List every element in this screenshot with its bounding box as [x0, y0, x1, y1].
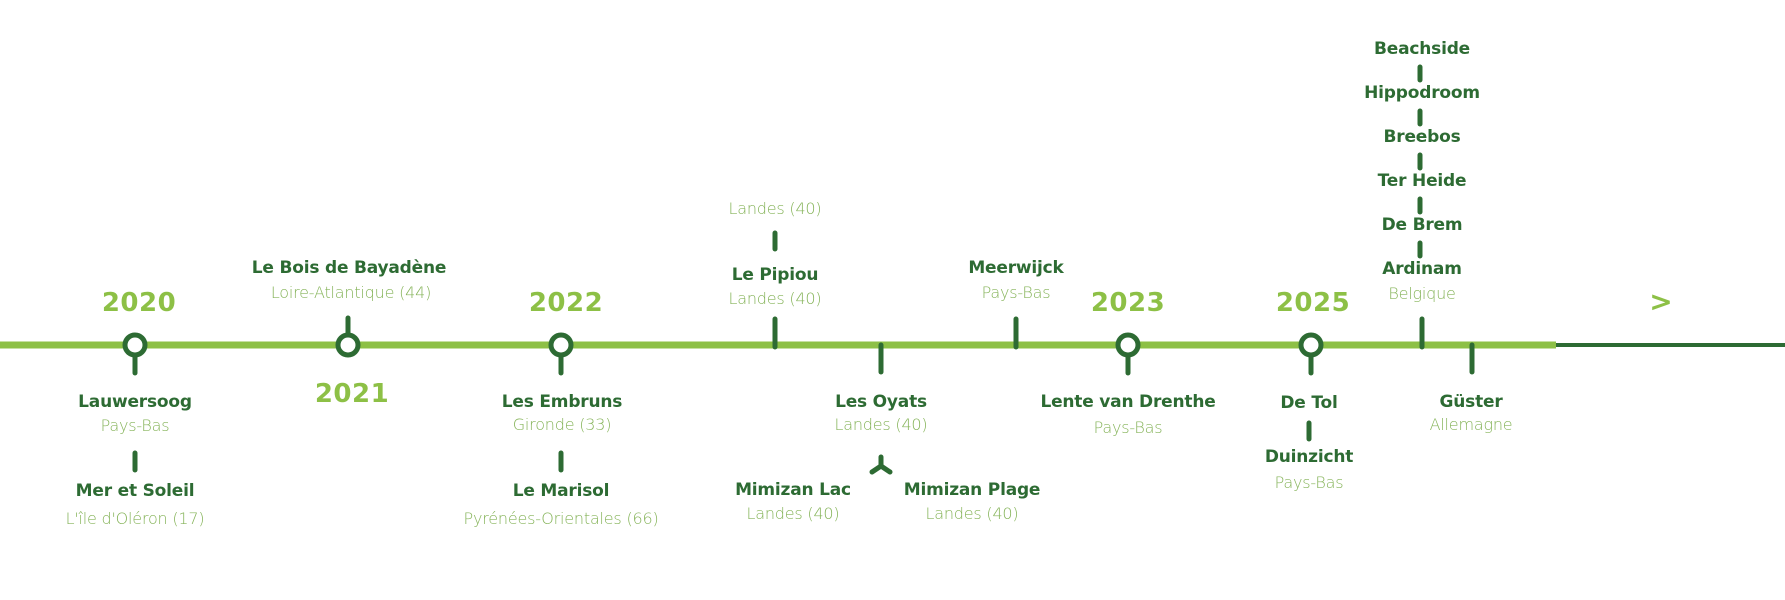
site-region-lauwersoog: Pays-Bas	[100, 416, 170, 435]
year-label-2021: 2021	[314, 379, 390, 409]
site-name-duinzicht: Duinzicht	[1264, 447, 1354, 467]
continuation-arrow: >	[1649, 285, 1673, 318]
site-name-les-oyats: Les Oyats	[835, 392, 927, 412]
year-marker-2020	[122, 332, 148, 376]
site-region-ardinam: Belgique	[1388, 284, 1456, 303]
site-name-meerwijck: Meerwijck	[968, 258, 1064, 278]
year-marker-2025	[1298, 332, 1324, 376]
site-name-bois-de-bayadene: Le Bois de Bayadène	[251, 258, 447, 278]
year-label-2020: 2020	[101, 288, 177, 318]
site-region-les-embruns: Gironde (33)	[512, 415, 612, 434]
site-name-breebos: Breebos	[1383, 127, 1461, 147]
site-region-mimizan-plage: Landes (40)	[925, 504, 1019, 523]
split-connector-mimizan	[869, 454, 893, 475]
site-name-de-brem: De Brem	[1381, 215, 1463, 235]
site-name-beachside: Beachside	[1374, 39, 1470, 59]
site-region-bois-de-bayadene: Loire-Atlantique (44)	[270, 283, 432, 302]
site-region-mer-et-soleil: L'île d'Oléron (17)	[65, 509, 205, 528]
site-name-mimizan-lac: Mimizan Lac	[735, 480, 851, 500]
site-name-hippodroom: Hippodroom	[1364, 83, 1480, 103]
site-name-lente-van-drenthe: Lente van Drenthe	[1040, 392, 1216, 412]
site-region-duinzicht: Pays-Bas	[1274, 473, 1344, 492]
site-name-lauwersoog: Lauwersoog	[78, 392, 192, 412]
site-name-le-pipiou: Le Pipiou	[731, 265, 819, 285]
site-region-landes-top: Landes (40)	[728, 199, 822, 218]
year-marker-2023	[1115, 332, 1141, 376]
site-region-guster: Allemagne	[1429, 415, 1513, 434]
site-region-meerwijck: Pays-Bas	[981, 283, 1051, 302]
site-region-le-marisol: Pyrénées-Orientales (66)	[463, 509, 659, 528]
site-region-lente-van-drenthe: Pays-Bas	[1093, 418, 1163, 437]
site-name-ter-heide: Ter Heide	[1377, 171, 1467, 191]
year-label-2022: 2022	[528, 288, 604, 318]
year-label-2023: 2023	[1090, 288, 1166, 318]
site-name-de-tol: De Tol	[1280, 393, 1338, 413]
year-label-2025: 2025	[1275, 288, 1351, 318]
year-marker-2021	[335, 315, 361, 358]
site-name-ardinam: Ardinam	[1382, 259, 1462, 279]
site-region-le-pipiou: Landes (40)	[728, 289, 822, 308]
site-name-mimizan-plage: Mimizan Plage	[903, 480, 1041, 500]
site-name-mer-et-soleil: Mer et Soleil	[75, 481, 195, 501]
site-region-mimizan-lac: Landes (40)	[746, 504, 840, 523]
site-name-guster: Güster	[1439, 392, 1503, 412]
year-marker-2022	[548, 332, 574, 376]
site-name-les-embruns: Les Embruns	[501, 392, 623, 412]
site-name-le-marisol: Le Marisol	[512, 481, 610, 501]
site-region-les-oyats: Landes (40)	[834, 415, 928, 434]
